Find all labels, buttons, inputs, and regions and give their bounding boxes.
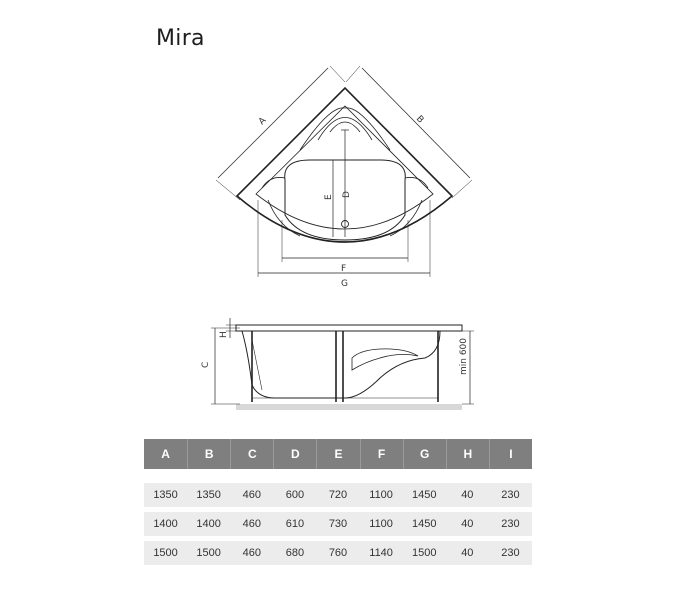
cell: 460 bbox=[230, 483, 274, 507]
side-body bbox=[241, 330, 441, 399]
dimensions-table: A B C D E F G H I 1350 1350 460 600 720 … bbox=[144, 439, 532, 565]
label-c: C bbox=[201, 362, 211, 368]
cell: 680 bbox=[273, 541, 317, 565]
cell: 1100 bbox=[359, 512, 403, 536]
cell: 1500 bbox=[402, 541, 446, 565]
cell: 1350 bbox=[144, 483, 188, 507]
cell: 1350 bbox=[187, 483, 231, 507]
cell: 1100 bbox=[359, 483, 403, 507]
cell: 40 bbox=[445, 512, 489, 536]
cell: 230 bbox=[488, 483, 532, 507]
col-header: H bbox=[445, 439, 489, 469]
cell: 460 bbox=[230, 512, 274, 536]
col-header: I bbox=[488, 439, 532, 469]
cell: 1400 bbox=[144, 512, 188, 536]
top-outline bbox=[235, 86, 454, 243]
cell: 760 bbox=[316, 541, 360, 565]
cell: 40 bbox=[445, 483, 489, 507]
cell: 730 bbox=[316, 512, 360, 536]
basin bbox=[284, 159, 406, 241]
col-header: F bbox=[359, 439, 403, 469]
floor bbox=[236, 404, 462, 410]
cell: 1500 bbox=[187, 541, 231, 565]
cell: 230 bbox=[488, 512, 532, 536]
cell: 610 bbox=[273, 512, 317, 536]
label-e: E bbox=[324, 194, 334, 200]
label-d: D bbox=[342, 191, 352, 198]
side-rim bbox=[235, 324, 463, 332]
table-row: 1500 1500 460 680 760 1140 1500 40 230 bbox=[144, 541, 532, 565]
cell: 40 bbox=[445, 541, 489, 565]
top-view bbox=[215, 65, 473, 277]
table-row: 1400 1400 460 610 730 1100 1450 40 230 bbox=[144, 512, 532, 536]
label-a: A bbox=[257, 115, 269, 127]
col-header: E bbox=[316, 439, 360, 469]
table-row: 1350 1350 460 600 720 1100 1450 40 230 bbox=[144, 483, 532, 507]
label-h: H bbox=[219, 331, 229, 338]
col-header: A bbox=[144, 439, 188, 469]
cell: 1140 bbox=[359, 541, 403, 565]
cell: 1500 bbox=[144, 541, 188, 565]
table-header-row: A B C D E F G H I bbox=[144, 439, 532, 469]
label-g: G bbox=[341, 279, 348, 289]
col-header: C bbox=[230, 439, 274, 469]
label-min-600: min 600 bbox=[459, 338, 469, 375]
cell: 1450 bbox=[402, 483, 446, 507]
headrest bbox=[299, 107, 391, 151]
cell: 230 bbox=[488, 541, 532, 565]
side-view bbox=[211, 318, 474, 410]
cell: 720 bbox=[316, 483, 360, 507]
label-b: B bbox=[414, 114, 425, 125]
col-header: D bbox=[273, 439, 317, 469]
label-f: F bbox=[341, 264, 346, 274]
col-header: B bbox=[187, 439, 231, 469]
cell: 460 bbox=[230, 541, 274, 565]
top-inner-rim bbox=[255, 105, 434, 230]
page-title: Mira bbox=[156, 26, 205, 51]
bathtub-drawing: A B E D F G C H min 600 bbox=[201, 65, 474, 410]
col-header: G bbox=[402, 439, 446, 469]
cell: 1450 bbox=[402, 512, 446, 536]
cell: 1400 bbox=[187, 512, 231, 536]
cell: 600 bbox=[273, 483, 317, 507]
